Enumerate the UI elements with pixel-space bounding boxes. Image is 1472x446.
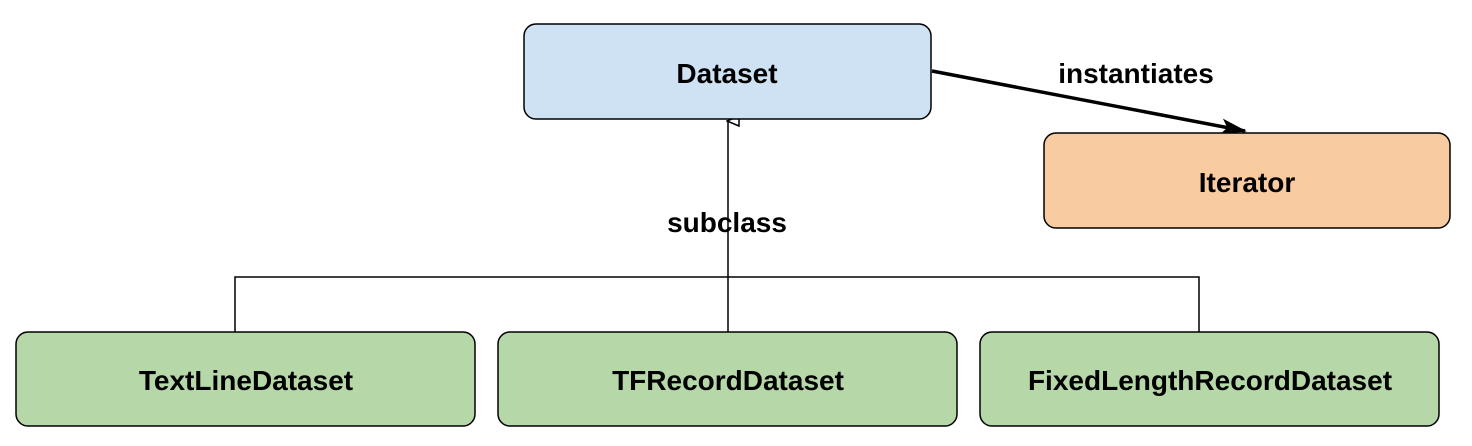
fixed-length-record-dataset-label: FixedLengthRecordDataset [1028,365,1392,396]
fixed-length-record-dataset-box [979,331,1440,427]
instantiates-arrow [931,69,1247,135]
subclass-bus-line [234,276,1200,332]
iterator-label: Iterator [1199,167,1296,198]
text-line-dataset-node[interactable]: TextLineDataset [15,331,476,427]
subclass-connector [234,121,1200,332]
fixed-length-record-dataset-node[interactable]: FixedLengthRecordDataset [979,331,1440,427]
dataset-box [523,23,932,120]
tfrecord-dataset-box [497,331,958,427]
text-line-dataset-box [15,331,476,427]
dataset-node[interactable]: Dataset [523,23,932,120]
tfrecord-dataset-label: TFRecordDataset [612,365,844,396]
dataset-label: Dataset [676,58,777,89]
iterator-box [1043,132,1451,229]
iterator-node[interactable]: Iterator [1043,132,1451,229]
instantiates-label: instantiates [1058,58,1214,89]
tfrecord-dataset-node[interactable]: TFRecordDataset [497,331,958,427]
text-line-dataset-label: TextLineDataset [139,365,353,396]
subclass-label: subclass [667,207,787,238]
